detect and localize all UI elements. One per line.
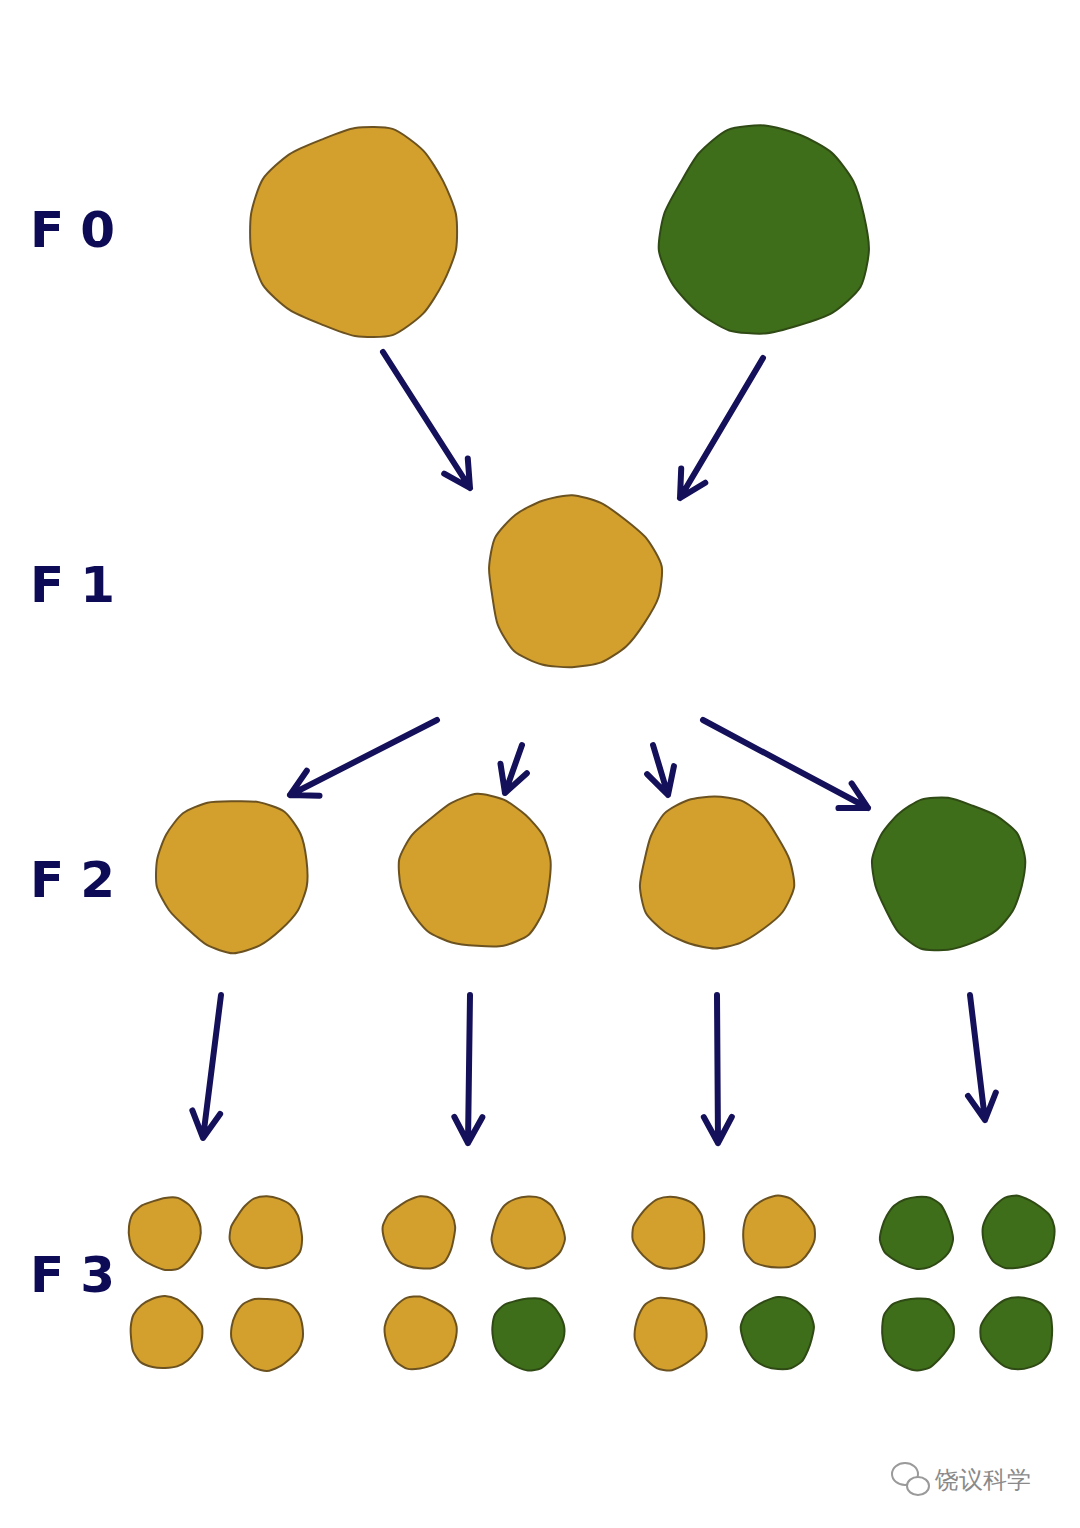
pea	[489, 495, 662, 667]
arrow	[704, 995, 732, 1143]
arrow	[500, 745, 526, 793]
pea	[230, 1196, 302, 1268]
pea	[385, 1296, 457, 1369]
pea	[882, 1298, 954, 1370]
arrow	[968, 995, 996, 1120]
arrow-group	[192, 352, 995, 1143]
pea	[743, 1195, 815, 1267]
pea	[399, 794, 551, 947]
pea	[741, 1297, 814, 1369]
pea	[872, 798, 1025, 951]
arrow	[680, 358, 763, 498]
arrow	[454, 995, 482, 1143]
pea	[250, 127, 457, 337]
generation-label: F2	[30, 855, 131, 905]
pea-group	[129, 125, 1055, 1371]
pea	[632, 1197, 704, 1269]
pea	[383, 1196, 456, 1268]
arrow	[703, 720, 868, 808]
pea	[231, 1299, 303, 1371]
arrow	[290, 720, 437, 796]
pea	[983, 1196, 1055, 1269]
wechat-icon	[892, 1463, 929, 1495]
pea	[156, 801, 307, 953]
arrow	[192, 995, 221, 1138]
pea	[880, 1197, 953, 1269]
pea	[492, 1197, 565, 1269]
arrow	[647, 745, 674, 795]
arrow	[383, 352, 470, 488]
pea	[635, 1298, 707, 1371]
pea	[129, 1197, 201, 1270]
pea	[131, 1296, 203, 1368]
pea	[659, 125, 869, 333]
pea	[980, 1297, 1052, 1369]
watermark: 饶议科学	[935, 1468, 1031, 1492]
generation-label: F3	[30, 1250, 131, 1300]
pea	[640, 796, 794, 948]
generation-label: F0	[30, 205, 131, 255]
pea	[492, 1298, 564, 1370]
generation-label: F1	[30, 560, 131, 610]
